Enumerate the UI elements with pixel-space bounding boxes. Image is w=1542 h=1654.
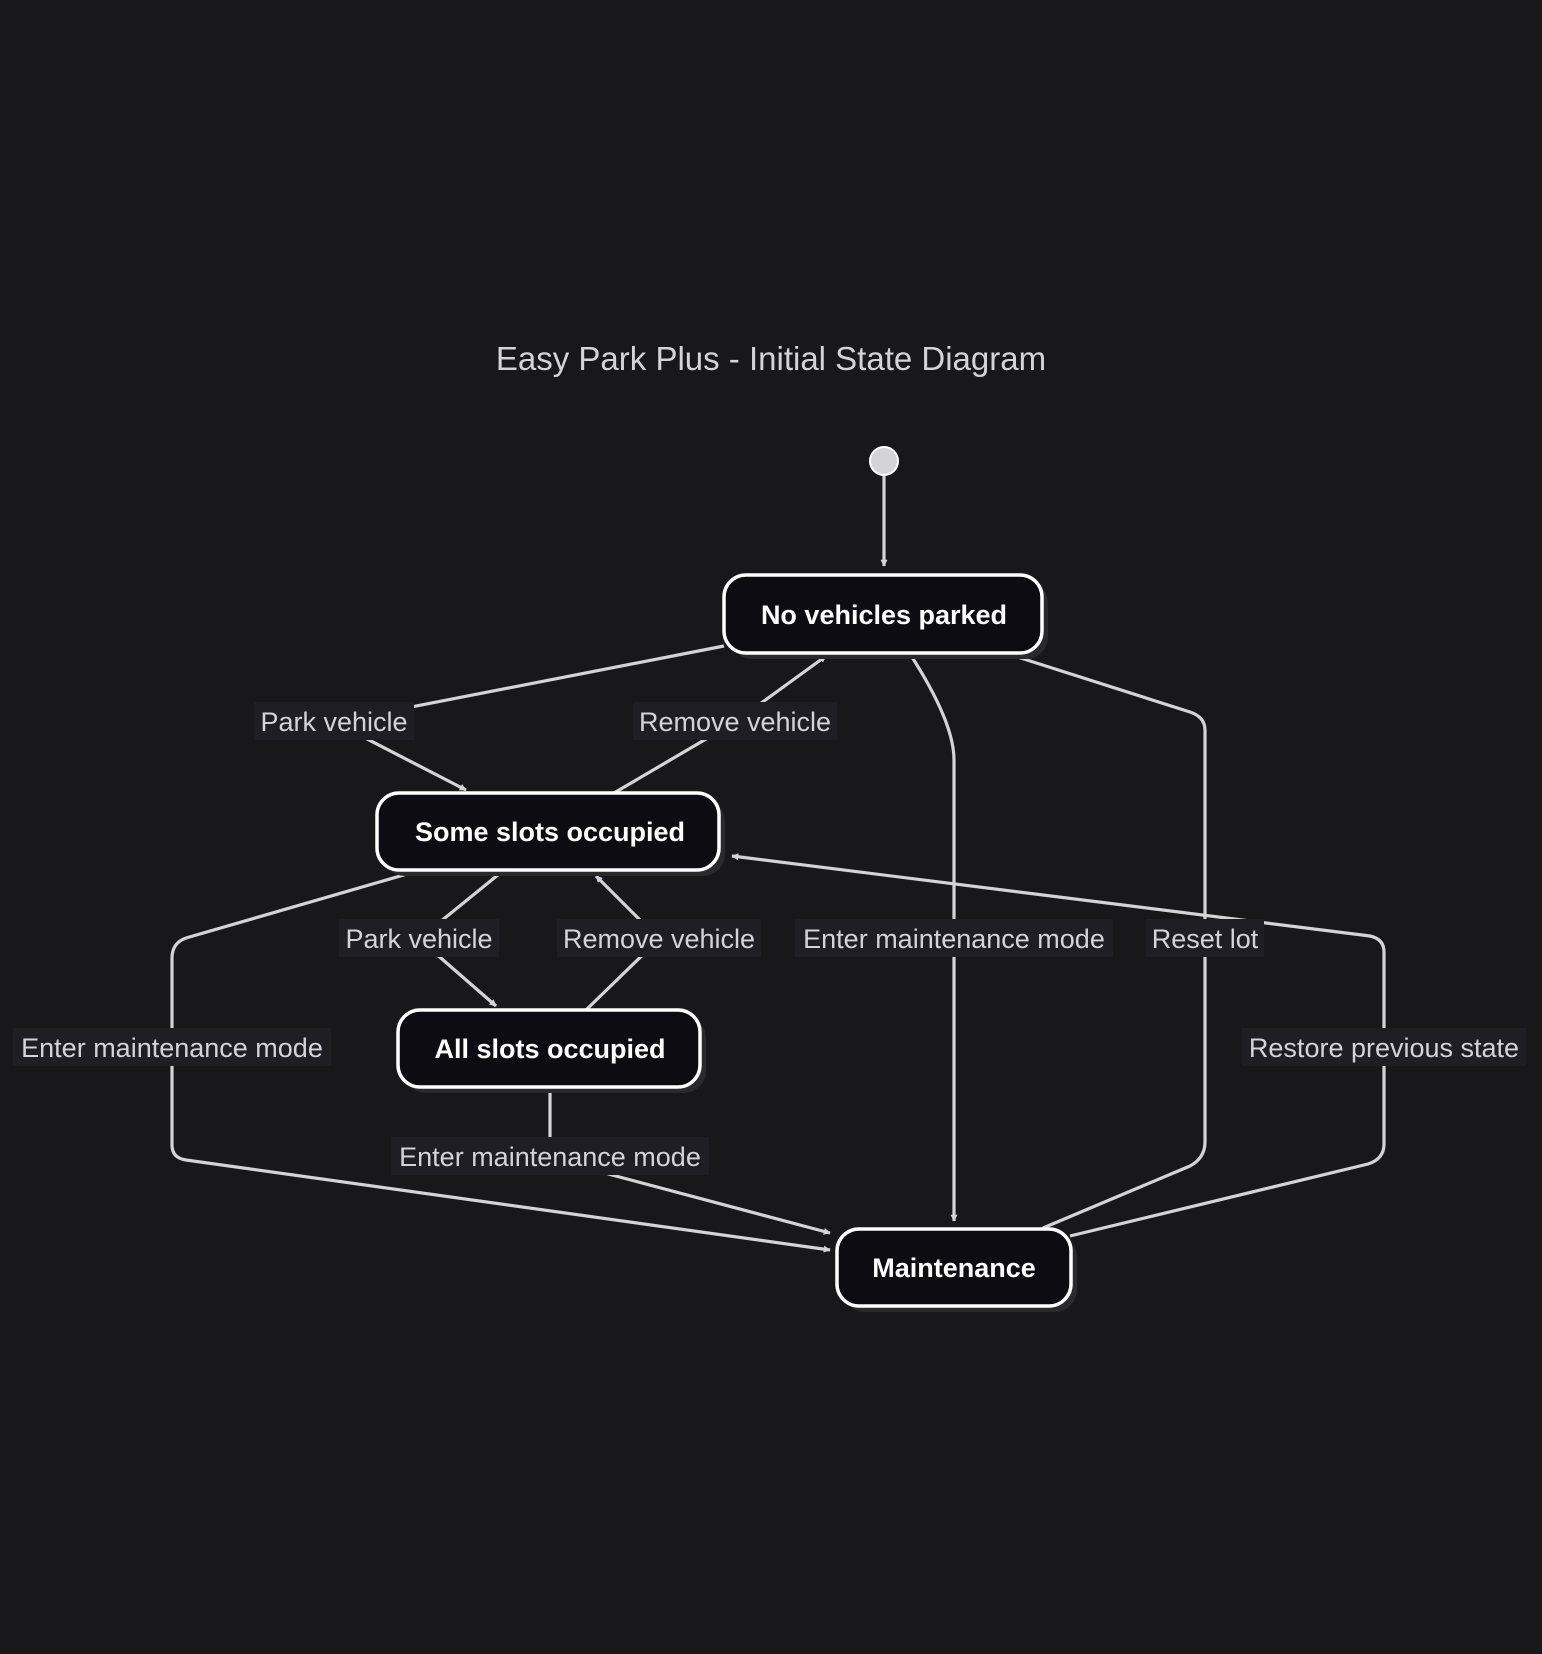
state-label-maintenance: Maintenance (872, 1253, 1036, 1283)
edge-label-partial-to-full: Park vehicle (345, 924, 492, 954)
state-label-partial: Some slots occupied (415, 817, 685, 847)
edge-empty-to-maintenance (908, 653, 958, 1222)
edge-label-maintenance-to-partial: Restore previous state (1249, 1033, 1519, 1063)
state-partial: Some slots occupied (375, 791, 725, 876)
state-maintenance: Maintenance (835, 1227, 1077, 1312)
state-label-full: All slots occupied (434, 1034, 665, 1064)
edge-label-empty-to-partial: Park vehicle (260, 707, 407, 737)
state-empty: No vehicles parked (722, 573, 1048, 659)
state-full: All slots occupied (396, 1008, 706, 1093)
diagram-title: Easy Park Plus - Initial State Diagram (496, 340, 1046, 377)
start-state (869, 446, 899, 476)
edge-label-partial-to-empty: Remove vehicle (639, 707, 831, 737)
edge-labels: Park vehicle Remove vehicle Park vehicle… (13, 702, 1526, 1175)
edge-label-full-to-partial: Remove vehicle (563, 924, 755, 954)
edge-label-empty-to-maintenance: Enter maintenance mode (803, 924, 1105, 954)
edge-label-full-to-maintenance: Enter maintenance mode (399, 1142, 701, 1172)
edge-label-partial-to-maintenance: Enter maintenance mode (21, 1033, 323, 1063)
state-label-empty: No vehicles parked (761, 600, 1007, 630)
edge-label-maintenance-to-empty: Reset lot (1152, 924, 1259, 954)
